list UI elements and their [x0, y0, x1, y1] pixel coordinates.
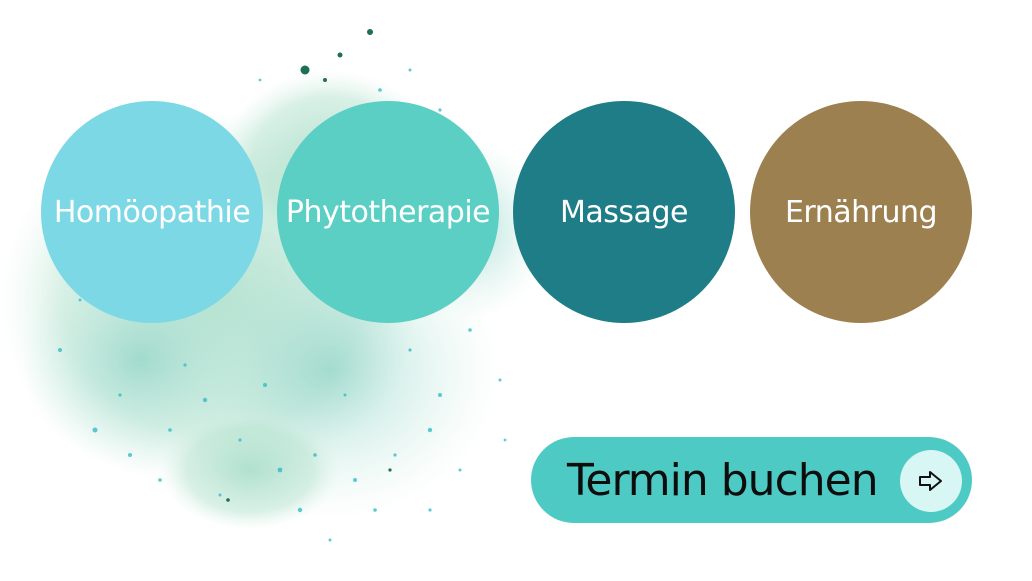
service-label: Homöopathie [53, 194, 251, 230]
service-circle-ernaehrung[interactable]: Ernährung [750, 101, 972, 323]
service-circle-homoeopathie[interactable]: Homöopathie [41, 101, 263, 323]
service-label: Massage [560, 194, 688, 230]
service-circle-massage[interactable]: Massage [513, 101, 735, 323]
book-appointment-button[interactable]: Termin buchen [531, 437, 972, 523]
service-label: Phytotherapie [285, 194, 491, 230]
arrow-right-icon [900, 450, 962, 512]
service-circle-phytotherapie[interactable]: Phytotherapie [277, 101, 499, 323]
book-appointment-label: Termin buchen [567, 454, 879, 506]
service-label: Ernährung [784, 194, 938, 230]
